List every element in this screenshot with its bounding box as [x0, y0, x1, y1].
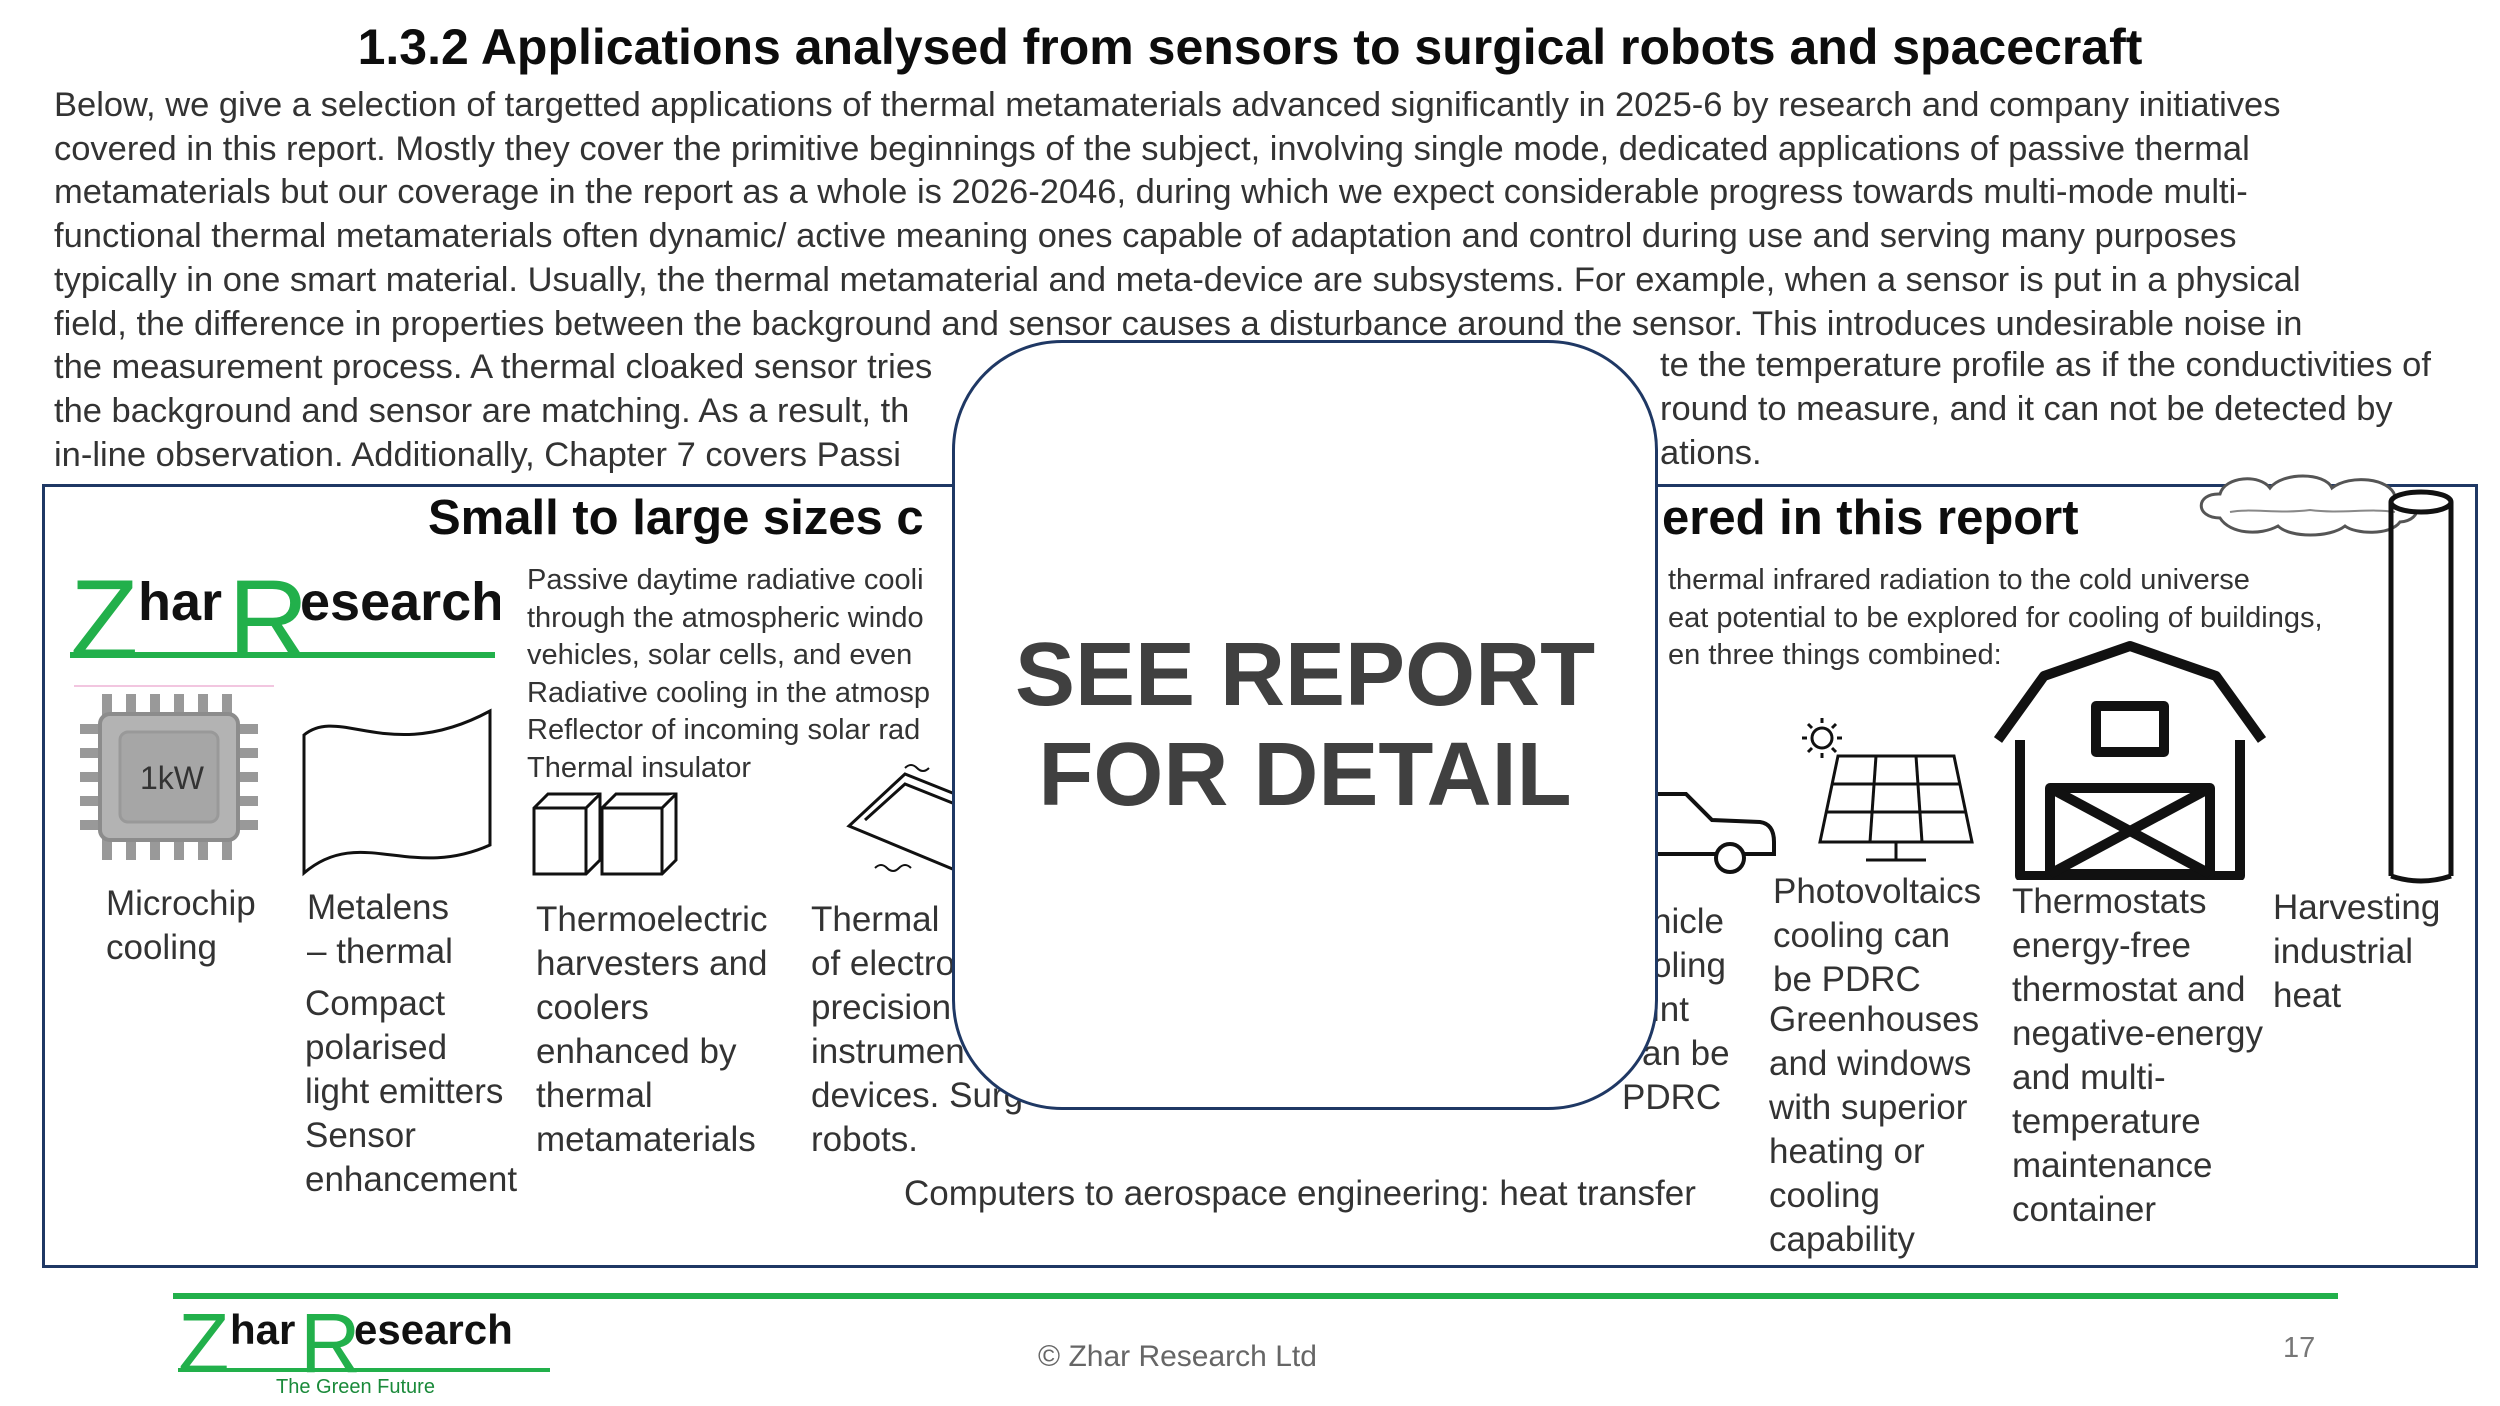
logo-z: Z: [70, 560, 138, 670]
barn-icon: [1993, 641, 2267, 880]
zhar-logo: Z har R esearch: [70, 557, 504, 682]
logo-z: Z: [178, 1300, 229, 1380]
pdrc-description-right: thermal infrared radiation to the cold u…: [1668, 562, 2323, 675]
pdrc-line: through the atmospheric windo: [527, 601, 924, 634]
microchip-icon: [74, 685, 274, 860]
thermal-sheet-icon: [846, 764, 955, 872]
thermoelectric-cubes-icon: [532, 792, 678, 876]
panel-subtitle-right: ered in this report: [1662, 491, 2079, 545]
harvesting-label: Harvesting industrial heat: [2273, 888, 2441, 1015]
solar-panel-icon: [1802, 718, 1974, 862]
metalens-uses-label: Compact polarised light emitters Sensor …: [305, 984, 518, 1199]
metalens-label: Metalens – thermal: [307, 888, 453, 971]
panel-subtitle-left: Small to large sizes c: [428, 491, 924, 545]
logo-r: R: [228, 560, 309, 670]
pdrc-line: Reflector of incoming solar rad: [527, 714, 921, 747]
intro-tail-line: round to measure, and it can not be dete…: [1660, 390, 2393, 428]
pdrc-line: Thermal insulator: [527, 751, 752, 784]
intro-line: the measurement process. A thermal cloak…: [54, 348, 933, 387]
intro-line: functional thermal metamaterials often d…: [54, 217, 2237, 256]
panel-footer-caption: Computers to aerospace engineering: heat…: [904, 1174, 1696, 1213]
metalens-icon: [302, 708, 492, 877]
intro-tail-line: ations.: [1660, 434, 1762, 472]
logo-har: har: [138, 572, 222, 632]
see-report-overlay: SEE REPORT FOR DETAIL: [952, 340, 1658, 1110]
chimney-icon: [2388, 489, 2454, 884]
overlay-line: FOR DETAIL: [1038, 725, 1572, 825]
pdrc-line: vehicles, solar cells, and even: [527, 639, 913, 672]
pdrc-line: eat potential to be explored for cooling…: [1668, 601, 2323, 634]
car-icon: [1656, 792, 1776, 874]
pdrc-description: Passive daytime radiative cooli through …: [527, 562, 2427, 788]
logo-esearch: esearch: [300, 572, 500, 632]
greenhouses-label: Greenhouses and windows with superior he…: [1769, 1000, 1980, 1259]
pdrc-line: thermal infrared radiation to the cold u…: [1668, 564, 2250, 596]
chip-power-label: 1kW: [140, 760, 204, 796]
footer-divider: [173, 1293, 2338, 1299]
overlay-line: SEE REPORT: [1014, 625, 1596, 725]
footer-logo-mark: Z har R esearch: [178, 1296, 550, 1390]
page-title: 1.3.2 Applications analysed from sensors…: [357, 19, 2143, 75]
intro-paragraph: Below, we give a selection of targetted …: [54, 84, 2454, 477]
intro-line: Below, we give a selection of targetted …: [54, 86, 2281, 124]
thermal-management-label: Thermal of electro precision instrumen d…: [811, 900, 1024, 1159]
intro-tail-line: te the temperature profile as if the con…: [1660, 346, 2431, 384]
panel-subtitle: Small to large sizes c: [428, 490, 924, 546]
thermostats-label: Thermostats energy-free thermostat and n…: [2012, 882, 2263, 1229]
logo-r: R: [300, 1300, 361, 1380]
intro-line: typically in one smart material. Usually…: [54, 260, 2301, 299]
pdrc-line: en three things combined:: [1668, 639, 2002, 672]
zhar-logo-mark: Z har R esearch: [70, 557, 504, 682]
intro-line: field, the difference in properties betw…: [54, 304, 2303, 343]
photovoltaics-label: Photovoltaics cooling can be PDRC: [1773, 872, 1982, 999]
thermoelectric-label: Thermoelectric harvesters and coolers en…: [536, 900, 768, 1159]
page-number: 17: [2283, 1332, 2316, 1364]
logo-tagline: The Green Future: [276, 1376, 435, 1398]
footer-logo: Z har R esearch: [178, 1296, 558, 1390]
logo-har: har: [230, 1306, 295, 1353]
copyright-notice: © Zhar Research Ltd: [1038, 1340, 1317, 1373]
intro-line: the background and sensor are matching. …: [54, 391, 910, 430]
intro-line: in-line observation. Additionally, Chapt…: [54, 435, 901, 474]
logo-esearch: esearch: [354, 1306, 513, 1353]
pdrc-line: Passive daytime radiative cooli: [527, 564, 924, 596]
overlay-text: SEE REPORT FOR DETAIL: [1015, 625, 1595, 825]
intro-line: metamaterials but our coverage in the re…: [54, 173, 2248, 212]
pdrc-line: Radiative cooling in the atmosp: [527, 676, 931, 709]
microchip-label: Microchip cooling: [106, 884, 256, 967]
intro-line: covered in this report. Mostly they cove…: [54, 129, 2250, 168]
vehicle-label: hicle oling int an be PDRC: [1622, 902, 1730, 1117]
